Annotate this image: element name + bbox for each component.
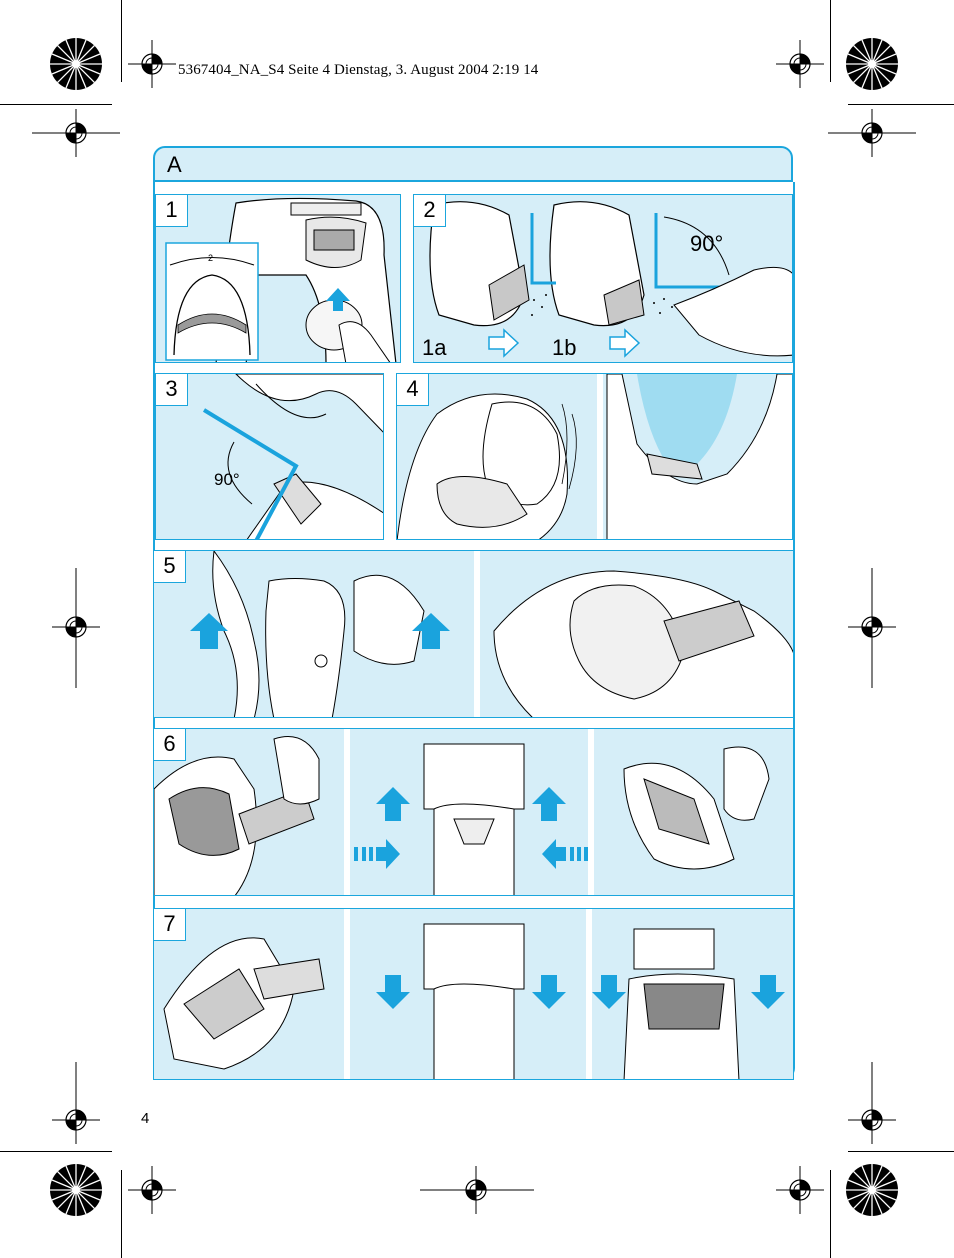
arrow-down-icon <box>532 975 566 1009</box>
step-number: 5 <box>154 551 186 583</box>
step-4-illustration <box>397 374 792 539</box>
step-3-panel: 3 90° <box>155 373 384 540</box>
crop-line-bottom-right-v <box>830 1170 831 1258</box>
color-target-icon <box>845 37 899 91</box>
crop-line-bottom-right-h <box>848 1151 954 1152</box>
arrow-up-icon <box>326 288 350 311</box>
label-1a: 1a <box>422 335 447 360</box>
color-target-icon <box>49 37 103 91</box>
crop-line-bottom-left-v <box>121 1170 122 1258</box>
panel-divider <box>586 909 592 1079</box>
step-4-panel: 4 <box>396 373 793 540</box>
step-number: 1 <box>156 195 188 227</box>
step-number: 4 <box>397 374 429 406</box>
label-1b: 1b <box>552 335 577 360</box>
crop-line-top-left-h <box>0 104 112 105</box>
hollow-arrow-right-icon <box>609 328 641 358</box>
section-header: A <box>153 146 793 182</box>
step-number: 7 <box>154 909 186 941</box>
arrow-down-icon <box>592 975 626 1009</box>
section-letter: A <box>167 152 182 177</box>
crop-line-top-right-v <box>830 0 831 82</box>
arrow-up-icon <box>190 613 228 649</box>
panel-divider <box>597 374 603 539</box>
step-5-illustration <box>190 551 793 717</box>
registration-mark-icon <box>775 39 825 89</box>
hollow-arrow-right-icon <box>488 328 520 358</box>
svg-text:2: 2 <box>208 253 213 263</box>
color-target-icon <box>845 1163 899 1217</box>
color-target-icon <box>49 1163 103 1217</box>
arrow-down-icon <box>751 975 785 1009</box>
crop-line-bottom-left-h <box>0 1151 112 1152</box>
arrow-right-icon <box>376 839 400 869</box>
crop-line-top-left-v <box>121 0 122 82</box>
arrow-down-icon <box>376 975 410 1009</box>
panel-divider <box>344 909 350 1079</box>
step-1-panel: 2 1 <box>155 194 401 363</box>
panel-divider <box>344 729 350 895</box>
step-2-illustration <box>429 201 792 358</box>
step-3-illustration <box>202 374 383 539</box>
arrow-up-icon <box>412 613 450 649</box>
print-slug: 5367404_NA_S4 Seite 4 Dienstag, 3. Augus… <box>178 62 539 78</box>
step-7-panel: 7 <box>153 908 794 1080</box>
step-6-panel: 6 <box>153 728 794 896</box>
step-number: 6 <box>154 729 186 761</box>
step-7-illustration <box>163 923 785 1079</box>
step-2-panel: 2 1a 1b 90° <box>413 194 793 363</box>
step-number: 2 <box>414 195 446 227</box>
registration-mark-icon <box>127 1165 177 1215</box>
panel-divider <box>588 729 594 895</box>
step-number: 3 <box>156 374 188 406</box>
arrow-up-icon <box>376 787 410 821</box>
registration-mark-icon <box>775 1165 825 1215</box>
step-1-illustration: 2 <box>165 197 397 362</box>
step-5-panel: 5 <box>153 550 794 718</box>
label-90-degrees: 90° <box>690 231 724 256</box>
arrow-up-icon <box>532 787 566 821</box>
panel-divider <box>474 551 480 717</box>
page-number: 4 <box>141 1110 150 1127</box>
step-6-illustration <box>154 736 770 895</box>
arrow-left-icon <box>542 839 566 869</box>
label-90-degrees: 90° <box>214 470 240 489</box>
registration-mark-icon <box>127 39 177 89</box>
crop-line-top-right-h <box>848 104 954 105</box>
